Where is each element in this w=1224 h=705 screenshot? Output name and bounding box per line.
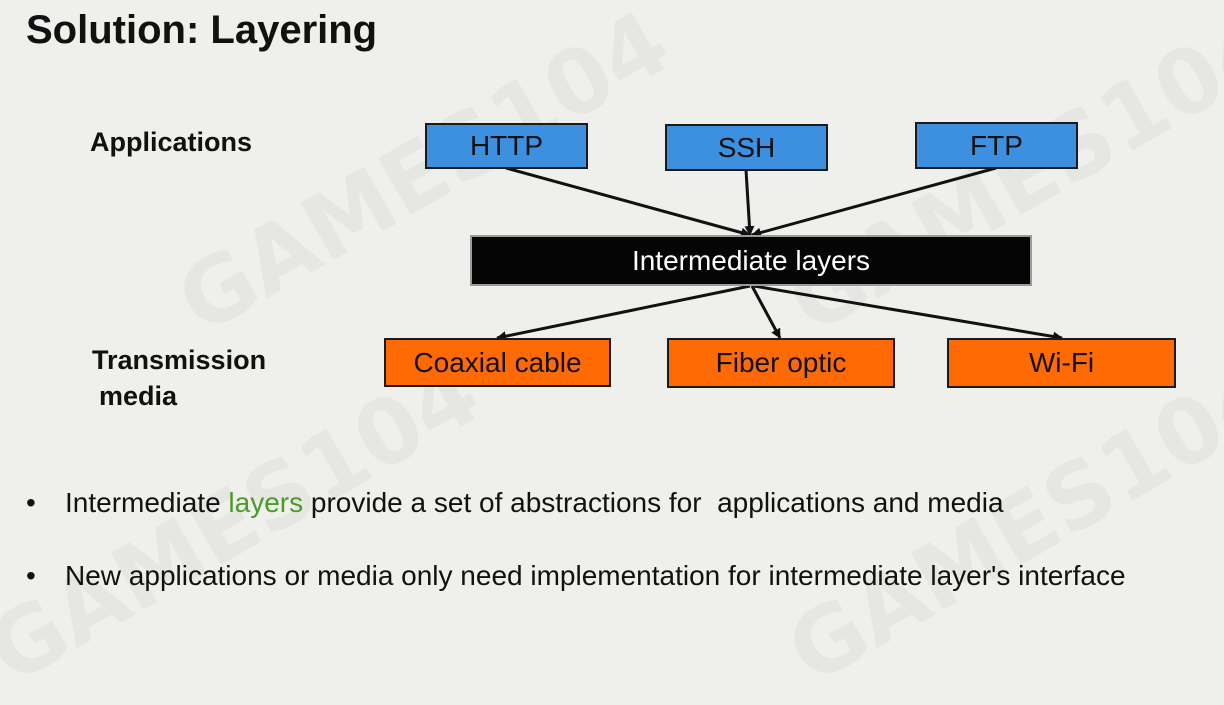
arrow-intermediate-to-coaxial — [496, 284, 751, 342]
intermediate-layers-box: Intermediate layers — [470, 235, 1032, 286]
bullet-marker: • — [26, 487, 36, 518]
slide-title: Solution: Layering — [26, 8, 378, 52]
transmission-media-label: Transmission media — [92, 342, 266, 414]
arrow-intermediate-to-fiber — [750, 285, 782, 339]
arrow-intermediate-to-wifi — [753, 284, 1063, 342]
bullet-2-text: New applications or media only need impl… — [65, 560, 1126, 591]
bullet-1-text-end: provide a set of abstractions for applic… — [303, 487, 1004, 518]
transmission-media-label-line2: media — [99, 381, 178, 411]
bullet-point-1: • Intermediate layers provide a set of ab… — [26, 487, 1004, 519]
transmission-media-label-line1: Transmission — [92, 345, 267, 375]
wifi-box: Wi-Fi — [947, 338, 1176, 388]
coaxial-cable-box: Coaxial cable — [384, 338, 611, 387]
applications-label: Applications — [90, 127, 253, 157]
arrow-ssh-to-intermediate — [744, 169, 755, 236]
bullet-1-text-start: Intermediate — [65, 487, 229, 518]
fiber-optic-box: Fiber optic — [667, 338, 895, 388]
bullet-1-highlight: layers — [228, 487, 304, 518]
bullet-marker: • — [26, 560, 36, 591]
arrow-http-to-intermediate — [505, 166, 751, 238]
bullet-point-2: • New applications or media only need imp… — [26, 560, 1126, 592]
ssh-box: SSH — [665, 124, 828, 171]
http-box: HTTP — [425, 123, 588, 169]
arrow-ftp-to-intermediate — [751, 166, 997, 238]
ftp-box: FTP — [915, 122, 1078, 169]
connector-arrows — [496, 166, 1063, 342]
